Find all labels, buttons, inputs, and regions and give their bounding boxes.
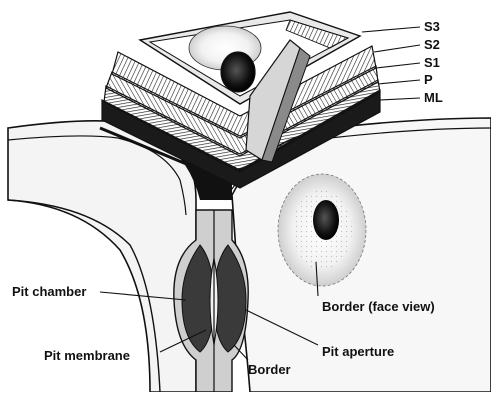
- label-s1: S1: [424, 55, 440, 70]
- face-view-aperture: [313, 200, 339, 240]
- label-border-face-view: Border (face view): [322, 299, 435, 314]
- label-pit-chamber: Pit chamber: [12, 284, 86, 299]
- label-s2: S2: [424, 37, 440, 52]
- label-p: P: [424, 72, 433, 87]
- label-s3: S3: [424, 19, 440, 34]
- label-pit-membrane: Pit membrane: [44, 348, 130, 363]
- label-ml: ML: [424, 90, 443, 105]
- label-border: Border: [248, 362, 291, 377]
- bordered-pit-face-view: [278, 174, 366, 286]
- block-pit-aperture: [221, 52, 255, 92]
- label-pit-aperture: Pit aperture: [322, 344, 394, 359]
